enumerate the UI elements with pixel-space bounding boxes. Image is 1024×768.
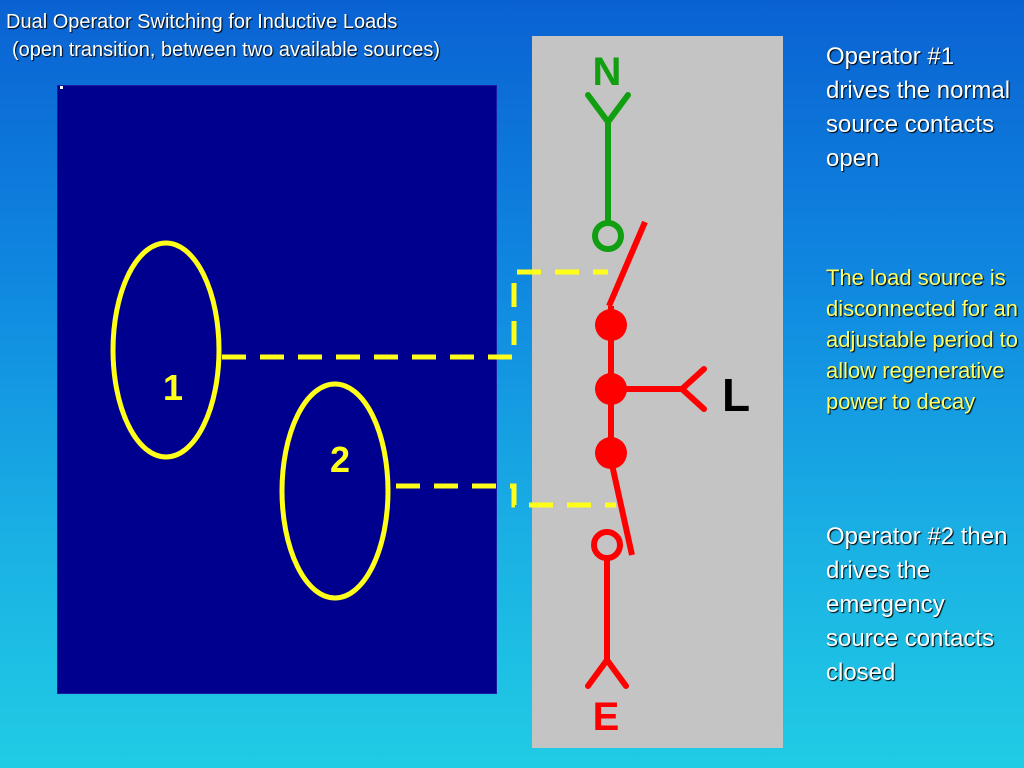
emergency-pivot-node: [595, 437, 627, 469]
normal-source-label: N: [593, 50, 622, 94]
normal-pivot-node: [595, 309, 627, 341]
normal-source-line: [585, 92, 631, 252]
emergency-source-label: E: [593, 695, 620, 739]
annotation-operator-1: Operator #1 drives the normal source con…: [826, 43, 1011, 172]
operator-panel: [57, 85, 497, 694]
panel-marker: [60, 86, 63, 89]
operator-1-ellipse: [110, 240, 222, 460]
emergency-contact-blade: [608, 459, 635, 556]
slide-title: Dual Operator Switching for Inductive Lo…: [6, 11, 398, 33]
operator-1-label: 1: [163, 367, 183, 408]
annotation-disconnect-period: The load source is disconnected for an a…: [826, 265, 1019, 414]
normal-contact-terminal: [592, 220, 624, 252]
operator-1-linkage: [222, 269, 608, 360]
normal-contact-blade: [606, 220, 648, 308]
emergency-contact-terminal: [591, 529, 623, 561]
annotation-operator-2: Operator #2 then drives the emergency so…: [826, 523, 1008, 686]
load-label: L: [722, 369, 750, 421]
load-bus: [595, 306, 707, 469]
operator-2-linkage: [396, 483, 616, 508]
emergency-source-line: [585, 529, 629, 689]
operator-2-label: 2: [330, 439, 350, 480]
operator-2-ellipse: [279, 381, 391, 601]
slide-subtitle: (open transition, between two available …: [12, 39, 441, 61]
